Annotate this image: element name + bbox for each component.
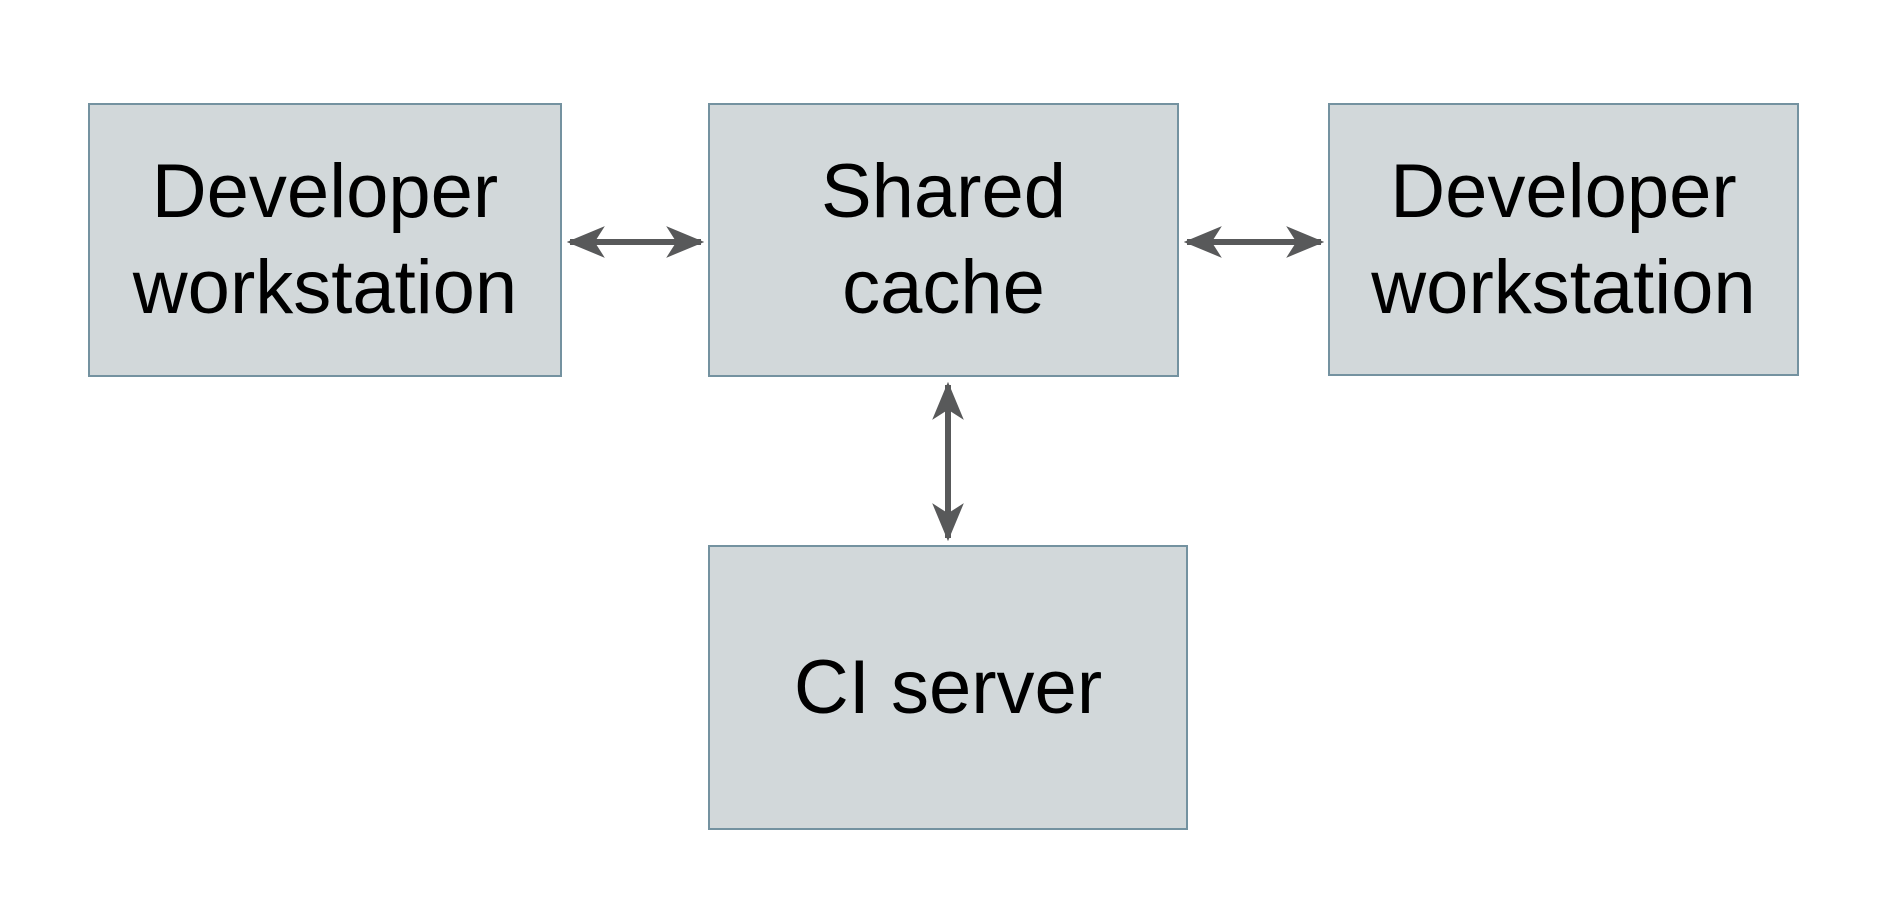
node-shared-cache: Shared cache bbox=[708, 103, 1179, 377]
node-label-line: CI server bbox=[793, 644, 1103, 730]
node-label-line: workstation bbox=[132, 245, 518, 330]
node-label-line: Developer bbox=[1390, 148, 1737, 234]
node-developer-workstation-left: Developer workstation bbox=[88, 103, 562, 377]
node-ci-server: CI server bbox=[708, 545, 1188, 830]
node-label-line: cache bbox=[842, 245, 1045, 330]
node-label-line: Shared bbox=[820, 149, 1067, 235]
node-developer-workstation-right: Developer workstation bbox=[1328, 103, 1799, 376]
node-label-line: workstation bbox=[1371, 244, 1756, 330]
node-label-line: Developer bbox=[151, 149, 499, 235]
